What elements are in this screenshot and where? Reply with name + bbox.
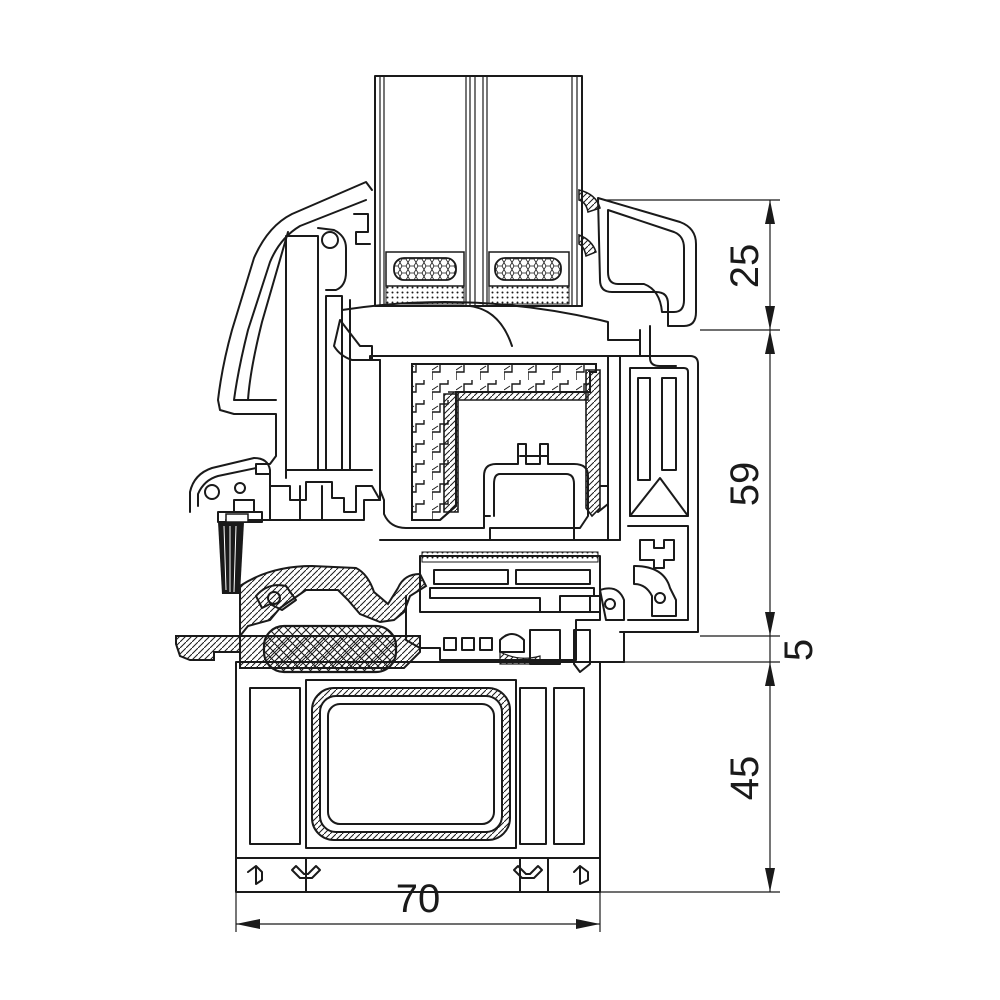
dimension-lines: [235, 199, 780, 932]
dim-label-5: 5: [777, 639, 821, 661]
brush-seal: [218, 513, 249, 594]
fitting-strip: [421, 551, 599, 563]
glazing-gasket: [578, 189, 601, 213]
spacer-left: [385, 251, 465, 305]
sash-reinforcement: [411, 363, 609, 521]
glazing-bead: [597, 197, 697, 367]
glazing-unit: [374, 75, 601, 307]
frame-seal-zone: [175, 551, 625, 674]
drip-profile: [189, 457, 271, 523]
frame-profile: [235, 631, 625, 893]
sash-rebate: [379, 443, 621, 541]
dim-label-70: 70: [396, 877, 441, 921]
dim-label-59: 59: [723, 462, 767, 507]
spacer-right: [488, 251, 570, 305]
dim-label-45: 45: [723, 756, 767, 801]
dim-label-25: 25: [723, 244, 767, 289]
foam-insert: [262, 624, 398, 674]
